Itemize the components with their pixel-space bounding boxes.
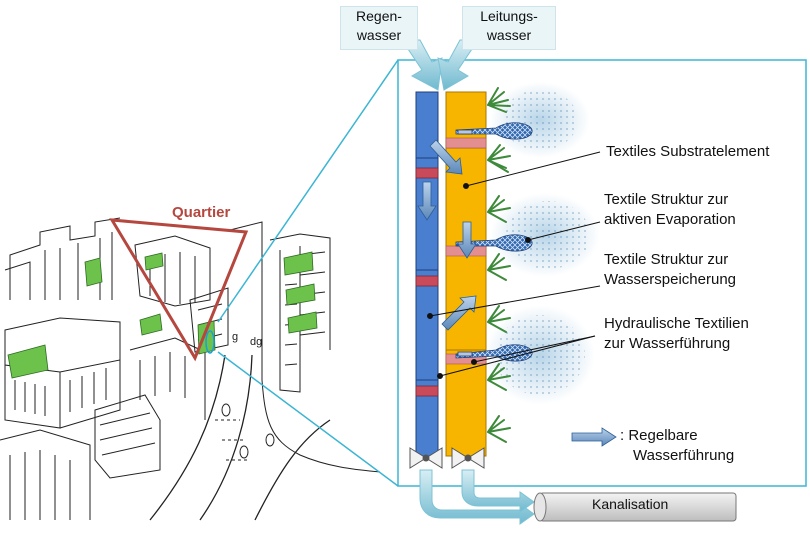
callout-evaporation-line-1: Textile Struktur zur	[604, 191, 729, 208]
district-label: Quartier	[172, 204, 231, 221]
sewer-pipe	[533, 492, 737, 522]
district-outline	[109, 218, 249, 362]
callout-storage-line-1: Textile Struktur zur	[604, 251, 729, 268]
legend-arrow-icon	[571, 427, 617, 447]
zoom-line-bottom	[217, 351, 399, 487]
green-roofs	[7, 251, 318, 379]
zoom-line-top	[217, 59, 399, 323]
sewer-label: Kanalisation	[592, 496, 669, 512]
legend-line-2: Wasserführung	[633, 447, 735, 464]
selected-facade-marker	[205, 330, 215, 354]
rain-water-label: Regen- wasser	[340, 6, 418, 50]
rain-inflow-arrow	[401, 39, 443, 91]
callout-hydraulic-line-1: Hydraulische Textilien	[604, 315, 749, 332]
legend-line-1: : Regelbare	[620, 426, 734, 446]
outflow-pipes	[419, 469, 535, 525]
tap-inflow-arrow	[437, 39, 479, 91]
callout-substrate-line-1: Textiles Substratelement	[606, 143, 770, 160]
callout-storage: Textile Struktur zur Wasserspeicherung	[604, 250, 736, 290]
bottom-valves	[409, 447, 485, 469]
tap-water-line-1: Leitungs-	[480, 8, 538, 24]
svg-text:dg: dg	[250, 336, 262, 348]
callout-hydraulic: Hydraulische Textilien zur Wasserführung	[604, 314, 749, 354]
legend-label-1: Regelbare	[628, 427, 698, 444]
callout-storage-line-2: Wasserspeicherung	[604, 271, 737, 288]
tap-water-label: Leitungs- wasser	[462, 6, 556, 50]
tap-water-line-2: wasser	[486, 27, 532, 43]
callout-evaporation: Textile Struktur zur aktiven Evaporation	[604, 190, 736, 230]
valve-tabs	[415, 167, 439, 397]
city-sketch: g dg	[0, 217, 381, 521]
callout-hydraulic-line-2: zur Wasserführung	[604, 335, 731, 352]
callout-substrate: Textiles Substratelement	[606, 142, 769, 162]
rain-water-line-1: Regen-	[356, 8, 402, 24]
legend-prefix: :	[620, 427, 625, 444]
callout-leaders	[427, 151, 601, 379]
substrate-element	[445, 91, 487, 457]
legend-text: : Regelbare Wasserführung	[620, 426, 734, 466]
rain-water-line-2: wasser	[356, 27, 402, 43]
svg-text:g: g	[232, 331, 238, 343]
callout-evaporation-line-2: aktiven Evaporation	[604, 211, 736, 228]
regulated-flow-arrows	[417, 139, 477, 331]
plants	[487, 87, 511, 443]
